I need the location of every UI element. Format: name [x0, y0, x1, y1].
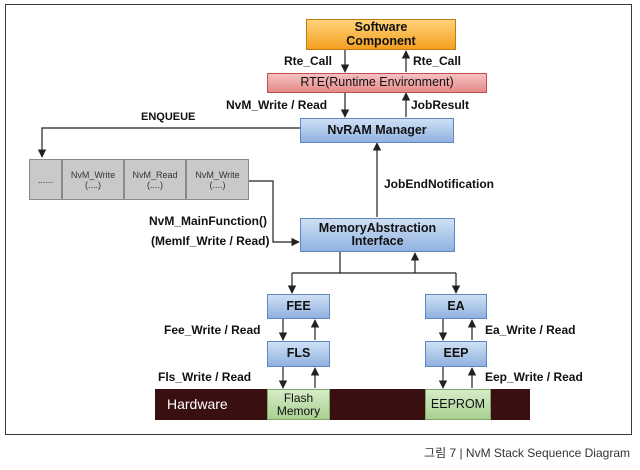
label-rte-call-right: Rte_Call	[413, 54, 462, 68]
queue-cell-nvm-read: NvM_Read (....)	[124, 159, 186, 200]
eeprom-label: EEPROM	[430, 396, 486, 411]
fee-box: FEE	[267, 294, 330, 319]
label-main-function: NvM_MainFunction()	[149, 214, 267, 228]
label-nvm-write-read: NvM_Write / Read	[226, 98, 328, 112]
eep-box: EEP	[425, 341, 487, 367]
queue-cell-nvm-write-1: NvM_Write (....)	[62, 159, 124, 200]
label-fls-write-read: Fls_Write / Read	[158, 370, 252, 384]
eep-label: EEP	[443, 346, 469, 361]
queue-cell-nvm-write-2: NvM_Write (....)	[186, 159, 249, 200]
fee-label: FEE	[286, 298, 311, 313]
fls-label: FLS	[286, 346, 311, 361]
figure-caption: 그림 7 | NvM Stack Sequence Diagram	[424, 446, 630, 460]
label-eep-write-read: Eep_Write / Read	[485, 370, 583, 384]
queue-cell-sub: (....)	[147, 179, 163, 190]
queue-cell-sub: (....)	[85, 179, 101, 190]
nvram-manager-box: NvRAM Manager	[300, 118, 454, 143]
flash-line1: Flash	[283, 390, 314, 405]
ea-box: EA	[425, 294, 487, 319]
label-memif-write-read: (MemIf_Write / Read)	[151, 234, 270, 248]
label-rte-call-left: Rte_Call	[284, 54, 333, 68]
label-enqueue: ENQUEUE	[141, 111, 196, 123]
rte-box: RTE(Runtime Environment)	[267, 73, 487, 93]
ea-label: EA	[447, 298, 465, 313]
arrow-enqueue	[37, 127, 300, 158]
software-component-box: Software Component	[306, 19, 456, 50]
queue-cell-ellipsis: ......	[29, 159, 62, 200]
eeprom-box: EEPROM	[425, 389, 491, 420]
software-line2: Component	[346, 33, 416, 48]
label-job-end-notification: JobEndNotification	[384, 177, 494, 191]
memif-line2: Interface	[351, 234, 404, 248]
memif-line1: MemoryAbstraction	[318, 220, 437, 235]
flash-line2: Memory	[276, 403, 321, 418]
software-line1: Software	[354, 20, 408, 35]
queue-cell-name: NvM_Write	[70, 169, 116, 180]
queue-cell-name: NvM_Read	[132, 169, 178, 180]
queue-cell-sub: (....)	[209, 179, 226, 190]
queue-cell-name: ......	[37, 174, 53, 185]
arrow-main-function	[249, 180, 300, 247]
label-job-result: JobResult	[411, 98, 470, 112]
label-fee-write-read: Fee_Write / Read	[164, 323, 261, 337]
label-ea-write-read: Ea_Write / Read	[485, 323, 576, 337]
nvram-label: NvRAM Manager	[327, 122, 427, 137]
memory-abstraction-interface-box: MemoryAbstraction Interface	[300, 218, 455, 252]
rte-label: RTE(Runtime Environment)	[300, 75, 454, 90]
queue-cell-name: NvM_Write	[195, 169, 240, 180]
flash-memory-box: Flash Memory	[267, 389, 330, 420]
fls-box: FLS	[267, 341, 330, 367]
hardware-label: Hardware	[167, 396, 228, 412]
